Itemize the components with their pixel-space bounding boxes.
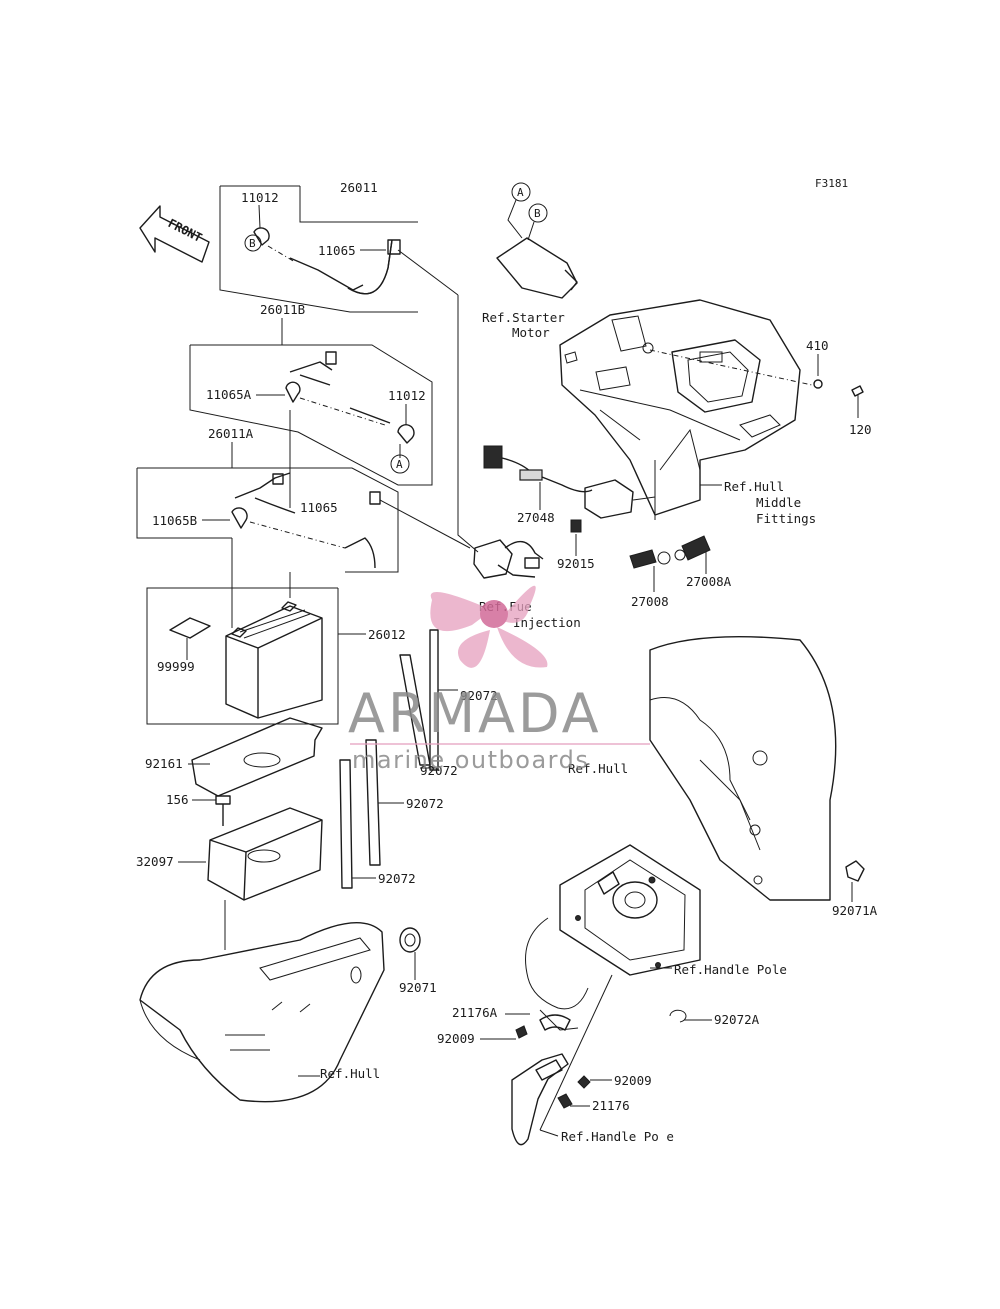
watermark-tagline: marine outboards: [352, 746, 589, 774]
label-92161: 92161: [145, 756, 183, 771]
label-120: 120: [849, 422, 872, 437]
label-27048: 27048: [517, 510, 555, 525]
label-92072-b: 92072: [420, 763, 458, 778]
battery-26012: 26012 99999: [146, 538, 406, 725]
label-21176A: 21176A: [452, 1005, 498, 1020]
hull-middle-ref-line3: Fittings: [756, 511, 816, 526]
figure-code: F3181: [815, 177, 848, 190]
group-26011B: 26011B 11065A 11012 A: [189, 302, 433, 486]
front-label: FRONT: [166, 216, 205, 245]
label-11065-top: 11065: [318, 243, 356, 258]
label-27008: 27008: [631, 594, 669, 609]
hull-bottom-left: Ref.Hull 92071: [139, 922, 437, 1103]
label-156: 156: [166, 792, 189, 807]
strap-92072-group: 92072 92072 92072 92072: [339, 629, 498, 889]
label-26011A: 26011A: [208, 426, 254, 441]
label-26012: 26012: [368, 627, 406, 642]
hull-right: Ref.Hull 92071A: [568, 635, 878, 918]
hull-middle-ref-line1: Ref.Hull: [724, 479, 784, 494]
label-11012-top: 11012: [241, 190, 279, 205]
front-arrow-icon: FRONT: [139, 205, 210, 263]
armada-logo-icon: [430, 585, 548, 668]
watermark-brand: ARMADA: [348, 682, 602, 745]
label-26011: 26011: [340, 180, 378, 195]
hull-right-ref: Ref.Hull: [568, 761, 628, 776]
callout-a-mid: A: [396, 458, 403, 471]
group-26011: 26011 11012 B 11065: [219, 180, 479, 553]
hull-bottom-ref: Ref.Hull: [320, 1066, 380, 1081]
battery-tray-parts: 92161 156 32097: [136, 717, 323, 950]
handle-pole-plate: Ref.Handle Pole 21176A 92009 92072A 9200…: [437, 844, 787, 1146]
label-410: 410: [806, 338, 829, 353]
label-11012-mid: 11012: [388, 388, 426, 403]
starter-ref-line2: Motor: [512, 325, 550, 340]
group-26011A: 26011A 11065B 11065: [136, 410, 471, 573]
label-92071: 92071: [399, 980, 437, 995]
handle-pole-ref-b: Ref.Handle Po e: [561, 1129, 674, 1144]
label-21176: 21176: [592, 1098, 630, 1113]
callout-a-top: A: [517, 186, 524, 199]
label-92015: 92015: [557, 556, 595, 571]
fuel-ref-line2: Injection: [513, 615, 581, 630]
label-11065B: 11065B: [152, 513, 197, 528]
label-92072-c: 92072: [406, 796, 444, 811]
callout-b-starter: B: [534, 207, 541, 220]
relay-harness-27048: 27048 92015 27008 27008A: [483, 445, 732, 609]
armada-watermark: ARMADA marine outboards: [348, 585, 650, 774]
label-92072-d: 92072: [378, 871, 416, 886]
label-11065-mid: 11065: [300, 500, 338, 515]
label-27008A: 27008A: [686, 574, 732, 589]
label-11065A: 11065A: [206, 387, 252, 402]
starter-motor-ref: A B Ref.Starter Motor: [482, 182, 578, 340]
label-92071A: 92071A: [832, 903, 878, 918]
label-92009-a: 92009: [437, 1031, 475, 1046]
callout-b-top: B: [249, 237, 256, 250]
label-99999: 99999: [157, 659, 195, 674]
label-92072A: 92072A: [714, 1012, 760, 1027]
label-92009-b: 92009: [614, 1073, 652, 1088]
label-26011B: 26011B: [260, 302, 305, 317]
label-32097: 32097: [136, 854, 174, 869]
handle-pole-ref-a: Ref.Handle Pole: [674, 962, 787, 977]
starter-ref-line1: Ref.Starter: [482, 310, 565, 325]
hull-middle-ref-line2: Middle: [756, 495, 801, 510]
label-92072-a: 92072: [460, 688, 498, 703]
hull-middle-fittings: 410 120 Ref.Hull Middle Fittings: [559, 299, 872, 526]
